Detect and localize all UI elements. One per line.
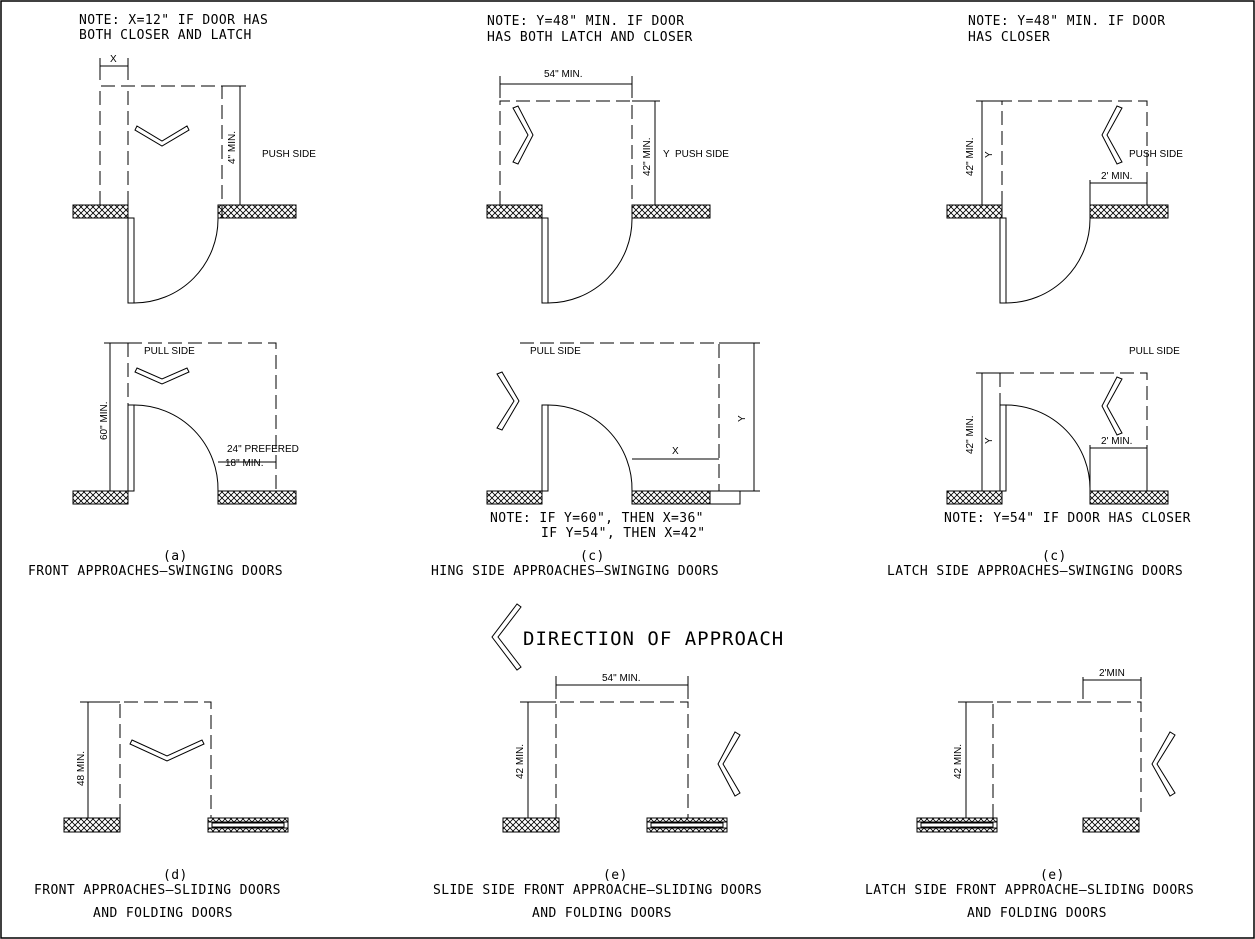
note-c-mid: NOTE: Y=54" IF DOOR HAS CLOSER — [944, 511, 1191, 526]
caption-d-letter: (d) — [163, 868, 188, 883]
caption-e-title-line1: SLIDE SIDE FRONT APPROACHE–SLIDING DOORS — [433, 883, 763, 898]
label-push-side: PUSH SIDE — [1129, 149, 1183, 160]
label-2-min: 2' MIN. — [1101, 436, 1133, 447]
wall-left — [72, 204, 129, 219]
label-y: Y — [984, 437, 995, 444]
diagram-b-push — [486, 76, 711, 304]
dim-42-min — [520, 701, 556, 818]
dim-42-min — [958, 701, 993, 818]
note-c-line1: NOTE: Y=48" MIN. IF DOOR — [968, 14, 1166, 29]
label-42-min: 42" MIN. — [965, 415, 976, 454]
caption-a-title: FRONT APPROACHES–SWINGING DOORS — [28, 564, 284, 579]
label-2-min: 2'MIN — [1099, 668, 1125, 679]
caption-c-title: LATCH SIDE APPROACHES–SWINGING DOORS — [887, 564, 1184, 579]
approach-chevron-icon — [134, 367, 190, 385]
label-42-min: 42 MIN. — [515, 743, 526, 779]
approach-chevron-icon — [512, 105, 534, 165]
approach-chevron-icon — [496, 371, 520, 431]
clear-space-outline — [99, 85, 223, 218]
diagram-e-sliding — [502, 676, 741, 833]
door-leaf — [127, 217, 135, 304]
approach-chevron-icon — [1101, 105, 1123, 165]
label-2-min: 2' MIN. — [1101, 171, 1133, 182]
note-a-line2: BOTH CLOSER AND LATCH — [79, 28, 252, 43]
label-y: Y — [984, 151, 995, 158]
caption-e-title-line2: AND FOLDING DOORS — [532, 906, 672, 921]
label-54-min: 54" MIN. — [544, 69, 583, 80]
caption-f-title-line1: LATCH SIDE FRONT APPROACHE–SLIDING DOORS — [865, 883, 1195, 898]
diagram-d-sliding — [63, 701, 289, 833]
dim-54-min — [555, 676, 689, 699]
label-pull-side: PULL SIDE — [1129, 346, 1180, 357]
caption-b-title: HING SIDE APPROACHES–SWINGING DOORS — [431, 564, 719, 579]
diagram-c-pull — [946, 372, 1169, 505]
label-4-min: 4" MIN. — [227, 131, 238, 164]
dim-2-min — [1089, 180, 1148, 205]
caption-e-letter: (e) — [603, 868, 628, 883]
label-x: X — [110, 54, 117, 65]
note-c-line2: HAS CLOSER — [968, 30, 1051, 45]
label-42-min: 42 MIN. — [953, 743, 964, 779]
direction-chevron-icon — [491, 603, 522, 671]
label-y: Y — [663, 149, 670, 160]
dim-x — [99, 58, 129, 80]
diagram-b-pull — [486, 342, 760, 505]
caption-f-title-line2: AND FOLDING DOORS — [967, 906, 1107, 921]
approach-chevron-icon — [717, 731, 741, 797]
note-b-mid-line1: NOTE: IF Y=60", THEN X=36" — [490, 511, 704, 526]
label-18-min: 18" MIN. — [225, 458, 264, 469]
caption-a-letter: (a) — [163, 549, 188, 564]
label-pull-side: PULL SIDE — [144, 346, 195, 357]
caption-f-letter: (e) — [1040, 868, 1065, 883]
dim-y — [719, 342, 760, 492]
diagram-a-push — [72, 58, 297, 304]
label-54-min: 54" MIN. — [602, 673, 641, 684]
caption-d-title-line2: AND FOLDING DOORS — [93, 906, 233, 921]
note-a-line1: NOTE: X=12" IF DOOR HAS — [79, 13, 269, 28]
approach-chevron-icon — [129, 739, 205, 762]
wall-right — [217, 204, 297, 219]
label-42-min: 42" MIN. — [642, 137, 653, 176]
label-48-min: 48 MIN. — [76, 750, 87, 786]
dim-42-min — [976, 372, 1000, 491]
dim-4-min — [222, 85, 246, 206]
label-x: X — [672, 446, 679, 457]
approach-chevron-icon — [134, 125, 190, 147]
diagram-c-push — [946, 100, 1169, 304]
approach-chevron-icon — [1151, 731, 1176, 797]
label-y: Y — [737, 415, 748, 422]
caption-d-title-line1: FRONT APPROACHES–SLIDING DOORS — [34, 883, 281, 898]
label-push-side: PUSH SIDE — [675, 149, 729, 160]
dim-48-min — [80, 701, 120, 818]
dim-60-min — [104, 342, 128, 492]
legend-direction-of-approach: DIRECTION OF APPROACH — [523, 628, 785, 650]
dim-2-min — [1082, 677, 1142, 699]
label-push-side: PUSH SIDE — [262, 149, 316, 160]
dim-54-min — [499, 76, 633, 98]
note-b-line2: HAS BOTH LATCH AND CLOSER — [487, 30, 693, 45]
approach-chevron-icon — [1101, 376, 1123, 436]
dim-42-min — [632, 100, 660, 205]
dim-42-min — [976, 100, 1002, 205]
diagram-a-pull — [72, 342, 297, 505]
note-b-mid-line2: IF Y=54", THEN X=42" — [541, 526, 706, 541]
label-24-prefered: 24" PREFERED — [227, 444, 299, 455]
label-42-min: 42" MIN. — [965, 137, 976, 176]
caption-b-letter: (c) — [580, 549, 605, 564]
label-pull-side: PULL SIDE — [530, 346, 581, 357]
note-b-line1: NOTE: Y=48" MIN. IF DOOR — [487, 14, 685, 29]
door-swing-arc — [133, 217, 219, 304]
dim-2-min — [1089, 445, 1148, 491]
diagram-f-sliding — [916, 677, 1176, 833]
caption-c-letter: (c) — [1042, 549, 1067, 564]
label-60-min: 60" MIN. — [99, 401, 110, 440]
